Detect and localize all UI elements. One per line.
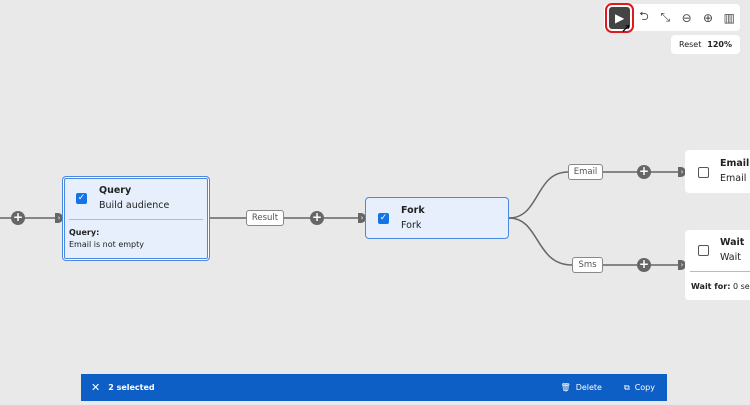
minimap-button[interactable]: ▥: [719, 7, 740, 29]
node-input-handle: ›: [55, 213, 63, 223]
select-tool-button[interactable]: ▶: [604, 2, 635, 33]
detail-value: Email is not empty: [69, 240, 144, 249]
email-checkbox[interactable]: [698, 167, 709, 178]
query-node[interactable]: ✓ Query Build audience Query: Email is n…: [62, 176, 210, 261]
selection-bar: ✕ 2 selected 🗑 Delete ⧉ Copy: [81, 374, 667, 401]
edge-label-sms: Sms: [572, 257, 603, 273]
wait-node[interactable]: Wait Wait Wait for: 0 seconds: [685, 230, 750, 300]
query-checkbox[interactable]: ✓: [76, 193, 87, 204]
close-icon[interactable]: ✕: [91, 381, 101, 394]
edge-label-result: Result: [246, 210, 284, 226]
node-subtitle: Email: [720, 173, 747, 184]
fork-checkbox[interactable]: ✓: [378, 213, 389, 224]
node-title: Email: [720, 158, 750, 169]
node-subtitle: Wait: [720, 252, 741, 263]
reset-button[interactable]: Reset: [679, 40, 702, 49]
node-title: Fork: [401, 205, 425, 216]
node-subtitle: Fork: [401, 220, 422, 231]
zoom-in-icon: ⊕: [702, 10, 713, 25]
divider: [690, 271, 750, 272]
email-node[interactable]: Email Email: [685, 150, 750, 193]
add-node-button[interactable]: +: [11, 210, 25, 225]
reroute-icon: ⮌: [639, 9, 649, 23]
copy-button[interactable]: ⧉ Copy: [624, 383, 655, 393]
node-input-handle: ›: [678, 167, 686, 177]
divider: [69, 219, 203, 220]
fork-node[interactable]: ✓ Fork Fork: [365, 197, 509, 239]
node-input-handle: ›: [358, 213, 366, 223]
zoom-out-button[interactable]: ⊖: [676, 7, 697, 29]
detail-value: 0 seconds: [732, 282, 750, 291]
delete-label: Delete: [575, 383, 602, 392]
delete-button[interactable]: 🗑 Delete: [561, 383, 602, 392]
node-input-handle: ›: [678, 260, 686, 270]
zoom-level: 120%: [707, 40, 732, 49]
node-subtitle: Build audience: [99, 200, 170, 211]
map-icon: ▥: [723, 10, 735, 25]
wait-checkbox[interactable]: [698, 245, 709, 256]
mouse-cursor-icon: ➚: [621, 21, 632, 35]
node-title: Wait: [720, 237, 745, 248]
selection-count: 2 selected: [108, 383, 155, 392]
edge-label-email: Email: [568, 164, 603, 180]
connect-tool-button[interactable]: ⮌: [633, 7, 654, 29]
copy-label: Copy: [634, 383, 655, 392]
detail-label: Wait for:: [691, 282, 731, 291]
trash-icon: 🗑: [560, 383, 571, 392]
collapse-icon: ⤡: [660, 10, 671, 24]
node-title: Query: [99, 185, 132, 196]
pointer-icon: ▶: [615, 10, 625, 25]
collapse-button[interactable]: ⤡: [655, 7, 676, 29]
zoom-out-icon: ⊖: [681, 10, 692, 25]
zoom-in-button[interactable]: ⊕: [697, 7, 718, 29]
copy-icon: ⧉: [623, 382, 630, 392]
add-node-button[interactable]: +: [637, 257, 651, 272]
canvas-toolbar: ▶ ⮌ ⤡ ⊖ ⊕ ▥: [604, 2, 740, 33]
zoom-controls: Reset 120%: [671, 35, 740, 54]
add-node-button[interactable]: +: [310, 210, 324, 225]
detail-label: Query:: [69, 228, 100, 237]
add-node-button[interactable]: +: [637, 164, 651, 179]
